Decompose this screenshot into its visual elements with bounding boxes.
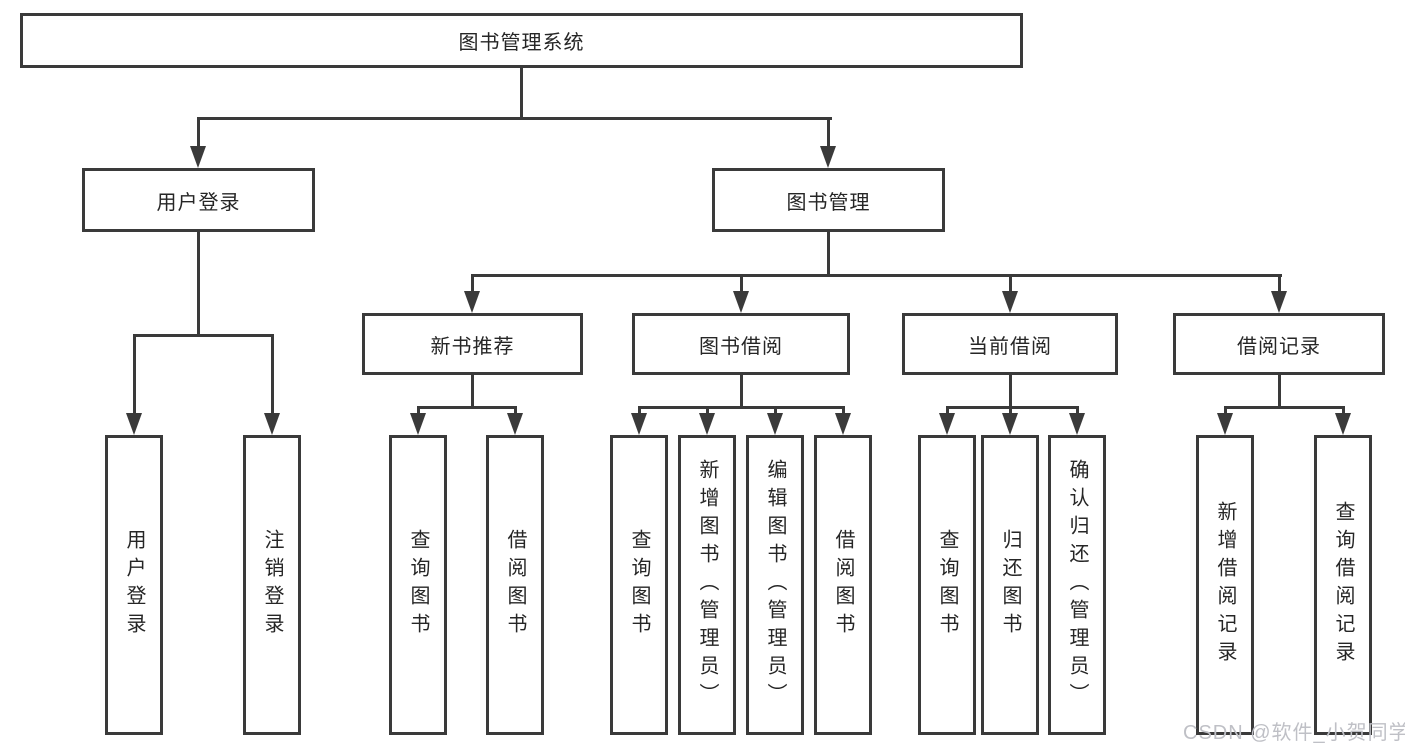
- connector-leaf-drop: [1009, 406, 1012, 416]
- arrow-down-icon: [1271, 291, 1287, 313]
- connector-leaf-drop: [1224, 406, 1227, 416]
- connector-leaf-drop: [638, 406, 641, 416]
- node-leaf-query-borrow-record: 查询借阅记录: [1314, 435, 1372, 735]
- connector-leaf-drop: [514, 406, 517, 416]
- node-label: 归还图书: [999, 529, 1021, 641]
- arrow-down-icon: [820, 146, 836, 168]
- arrow-down-icon: [507, 413, 523, 435]
- connector-book-borrow-rail: [638, 406, 845, 409]
- connector-borrow-records-rail: [1224, 406, 1344, 409]
- arrow-down-icon: [835, 413, 851, 435]
- node-leaf-return-books: 归还图书: [981, 435, 1039, 735]
- node-leaf-query-books-current: 查询图书: [918, 435, 976, 735]
- connector-leaf-drop: [946, 406, 949, 416]
- node-label: 查询图书: [936, 529, 958, 641]
- connector-leaf-drop: [1342, 406, 1345, 416]
- node-label: 查询图书: [628, 529, 650, 641]
- node-label: 编辑图书（管理员）: [764, 459, 786, 711]
- connector-leaf-drop: [774, 406, 777, 416]
- connector-user-login-stem: [197, 232, 200, 337]
- connector-borrow-records-stem: [1278, 375, 1281, 409]
- connector-drop-login-leaf: [133, 334, 136, 416]
- node-label: 图书管理系统: [458, 32, 585, 54]
- connector-leaf-drop: [1076, 406, 1079, 416]
- arrow-down-icon: [410, 413, 426, 435]
- node-leaf-user-login: 用户登录: [105, 435, 163, 735]
- node-leaf-borrow-books: 借阅图书: [814, 435, 872, 735]
- node-leaf-query-books-rec: 查询图书: [389, 435, 447, 735]
- node-user-login: 用户登录: [82, 168, 315, 232]
- node-label: 注销登录: [261, 529, 283, 641]
- node-label: 用户登录: [123, 529, 145, 641]
- node-leaf-confirm-return-admin: 确认归还（管理员）: [1048, 435, 1106, 735]
- node-leaf-logout: 注销登录: [243, 435, 301, 735]
- connector-drop-logout-leaf: [271, 334, 274, 416]
- arrow-down-icon: [733, 291, 749, 313]
- arrow-down-icon: [939, 413, 955, 435]
- node-label: 确认归还（管理员）: [1066, 459, 1088, 711]
- node-leaf-borrow-books-rec: 借阅图书: [486, 435, 544, 735]
- arrow-down-icon: [699, 413, 715, 435]
- node-current-borrowing: 当前借阅: [902, 313, 1118, 375]
- arrow-down-icon: [1335, 413, 1351, 435]
- node-label: 借阅图书: [832, 529, 854, 641]
- connector-user-login-rail: [133, 334, 274, 337]
- arrow-down-icon: [767, 413, 783, 435]
- connector-root-stem: [520, 68, 523, 120]
- node-label: 新增图书（管理员）: [696, 459, 718, 711]
- node-book-management: 图书管理: [712, 168, 945, 232]
- node-label: 借阅记录: [1237, 335, 1321, 358]
- node-label: 新书推荐: [430, 335, 515, 358]
- node-label: 查询图书: [407, 529, 429, 641]
- arrow-down-icon: [1069, 413, 1085, 435]
- connector-drop-book-borrow: [740, 274, 743, 294]
- connector-current-borrow-rail: [946, 406, 1078, 409]
- connector-drop-user-login: [197, 117, 200, 150]
- node-new-book-recommend: 新书推荐: [362, 313, 583, 375]
- node-leaf-edit-books-admin: 编辑图书（管理员）: [746, 435, 804, 735]
- connector-drop-book-mgmt: [827, 117, 830, 150]
- connector-new-book-rec-stem: [471, 375, 474, 409]
- node-label: 借阅图书: [504, 529, 526, 641]
- connector-drop-current-borrow: [1009, 274, 1012, 294]
- connector-drop-new-book-rec: [471, 274, 474, 294]
- node-label: 新增借阅记录: [1214, 501, 1236, 669]
- arrow-down-icon: [126, 413, 142, 435]
- arrow-down-icon: [1002, 413, 1018, 435]
- node-book-borrowing: 图书借阅: [632, 313, 850, 375]
- node-library-management-system: 图书管理系统: [20, 13, 1023, 68]
- connector-leaf-drop: [417, 406, 420, 416]
- arrow-down-icon: [464, 291, 480, 313]
- node-leaf-query-books-borrow: 查询图书: [610, 435, 668, 735]
- connector-book-mgmt-stem: [827, 232, 830, 277]
- connector-leaf-drop: [842, 406, 845, 416]
- arrow-down-icon: [1217, 413, 1233, 435]
- node-borrowing-records: 借阅记录: [1173, 313, 1385, 375]
- node-label: 图书借阅: [699, 335, 783, 358]
- node-leaf-add-borrow-record: 新增借阅记录: [1196, 435, 1254, 735]
- node-label: 用户登录: [156, 191, 241, 214]
- connector-root-rail: [197, 117, 832, 120]
- arrow-down-icon: [1002, 291, 1018, 313]
- csdn-watermark: CSDN @软件_小贺同学: [1183, 722, 1405, 744]
- connector-leaf-drop: [706, 406, 709, 416]
- connector-book-mgmt-rail: [471, 274, 1282, 277]
- connector-new-book-rec-rail: [417, 406, 517, 409]
- connector-current-borrow-stem: [1009, 375, 1012, 409]
- node-leaf-add-books-admin: 新增图书（管理员）: [678, 435, 736, 735]
- arrow-down-icon: [190, 146, 206, 168]
- arrow-down-icon: [264, 413, 280, 435]
- node-label: 查询借阅记录: [1332, 501, 1354, 669]
- connector-book-borrow-stem: [740, 375, 743, 409]
- arrow-down-icon: [631, 413, 647, 435]
- node-label: 图书管理: [786, 191, 871, 214]
- connector-drop-borrow-records: [1278, 274, 1281, 294]
- node-label: 当前借阅: [968, 335, 1052, 358]
